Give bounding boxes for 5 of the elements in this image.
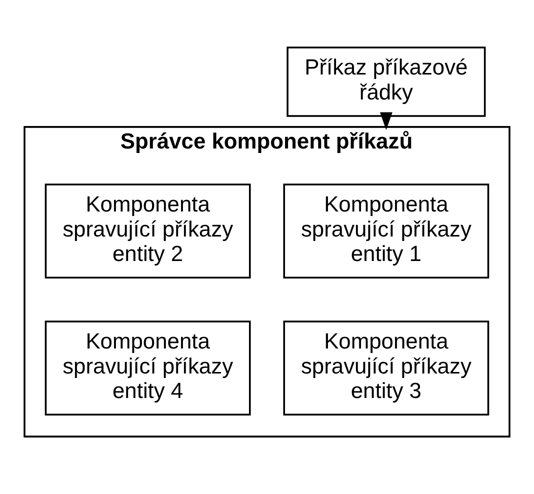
node-box: Komponenta spravující příkazy entity 4 <box>44 320 251 416</box>
node-box: Komponenta spravující příkazy entity 2 <box>44 183 251 278</box>
arrow <box>380 112 392 130</box>
node-box: Komponenta spravující příkazy entity 1 <box>283 183 490 278</box>
node-box: Komponenta spravující příkazy entity 3 <box>283 320 490 416</box>
